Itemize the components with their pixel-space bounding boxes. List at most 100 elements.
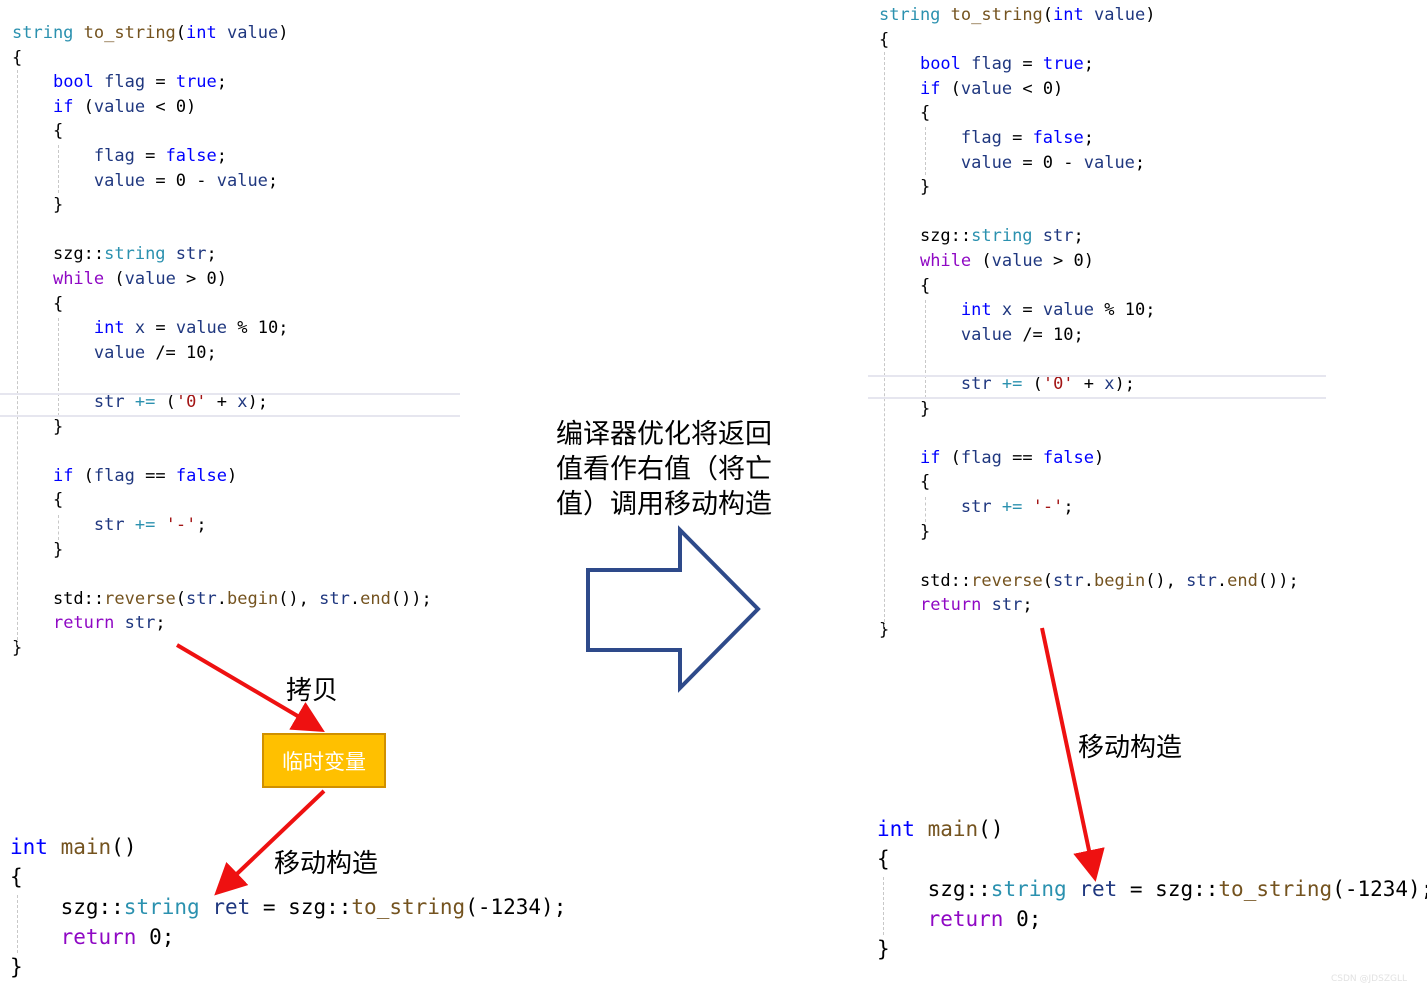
code-token: flag bbox=[960, 447, 1002, 468]
code-token: += bbox=[1001, 497, 1023, 517]
code-line: { bbox=[877, 849, 890, 870]
code-line: { bbox=[879, 277, 930, 295]
code-token: main bbox=[60, 835, 112, 859]
code-token: szg:: bbox=[10, 895, 124, 919]
code-token: == bbox=[1001, 447, 1043, 468]
code-token: } bbox=[879, 177, 931, 198]
code-token: str bbox=[124, 613, 156, 634]
left-move-label: 移动构造 bbox=[274, 849, 379, 879]
code-token: += bbox=[1001, 374, 1023, 394]
code-token: bool bbox=[919, 54, 961, 75]
code-token: ( bbox=[971, 251, 992, 271]
code-line: return 0; bbox=[877, 907, 1042, 931]
code-token: return bbox=[60, 925, 137, 949]
code-token: str bbox=[93, 392, 125, 412]
code-token: true bbox=[175, 72, 217, 93]
watermark: CSDN @JDSZGLL bbox=[1331, 974, 1407, 984]
code-token: value bbox=[93, 96, 146, 117]
code-token: end bbox=[1227, 570, 1258, 591]
code-token: . bbox=[1216, 570, 1228, 591]
code-token: ); bbox=[247, 392, 268, 412]
code-token: { bbox=[879, 29, 890, 50]
code-token: /= 10; bbox=[145, 342, 217, 363]
code-token: (), bbox=[278, 588, 320, 609]
left-indent-guide-3 bbox=[58, 318, 59, 416]
right-indent-guide-4 bbox=[925, 497, 926, 522]
code-token: int bbox=[93, 318, 125, 339]
code-token: bool bbox=[52, 72, 94, 93]
code-token: ) bbox=[1094, 447, 1105, 468]
center-caption: 编译器优化将返回 值看作右值（将亡 值）调用移动构造 bbox=[556, 417, 772, 522]
code-token: std:: bbox=[879, 570, 972, 591]
code-token: ( bbox=[73, 96, 94, 117]
code-token: ; bbox=[1063, 497, 1074, 517]
code-token: + bbox=[1073, 374, 1105, 394]
code-token: (-1234); bbox=[1332, 877, 1427, 901]
code-line: szg::string ret = szg::to_string(-1234); bbox=[877, 879, 1427, 900]
code-token: value bbox=[960, 324, 1013, 345]
code-token: /= 10; bbox=[1012, 324, 1084, 345]
code-token: ( bbox=[1022, 374, 1043, 394]
code-line: szg::string ret = szg::to_string(-1234); bbox=[10, 895, 567, 919]
code-token: while bbox=[52, 269, 105, 289]
code-line: bool flag = true; bbox=[12, 74, 227, 91]
center-caption-line-2: 值看作右值（将亡 bbox=[556, 454, 772, 485]
code-line: if (value < 0) bbox=[12, 96, 196, 117]
code-line: value = 0 - value; bbox=[879, 154, 1145, 172]
code-line: { bbox=[12, 49, 22, 67]
code-token: + bbox=[206, 392, 238, 412]
code-token: value bbox=[960, 78, 1013, 99]
code-token: += bbox=[134, 392, 156, 412]
code-line: string to_string(int value) bbox=[12, 25, 288, 42]
center-caption-line-1: 编译器优化将返回 bbox=[556, 419, 772, 450]
code-token: } bbox=[12, 195, 64, 216]
code-token: } bbox=[877, 937, 890, 961]
code-token: } bbox=[12, 638, 23, 658]
code-token: '-' bbox=[1032, 497, 1064, 517]
code-token: value bbox=[93, 342, 146, 363]
code-token: ( bbox=[104, 269, 125, 289]
code-token: true bbox=[1042, 54, 1084, 75]
left-indent-guide-2 bbox=[58, 145, 59, 193]
code-line: if (flag == false) bbox=[12, 465, 237, 486]
code-line: } bbox=[879, 400, 930, 418]
code-token: flag bbox=[104, 72, 146, 93]
code-token: value bbox=[124, 269, 176, 289]
code-token: 0; bbox=[136, 925, 175, 949]
code-token: false bbox=[1042, 447, 1095, 468]
code-token: x bbox=[237, 392, 248, 412]
code-line: if (value < 0) bbox=[879, 78, 1063, 99]
code-token: value bbox=[991, 251, 1043, 271]
code-line: { bbox=[12, 295, 63, 313]
code-line: std::reverse(str.begin(), str.end()); bbox=[879, 570, 1299, 591]
code-token: } bbox=[10, 955, 23, 979]
right-indent-guide-1 bbox=[884, 52, 885, 627]
code-token: = bbox=[1012, 54, 1043, 75]
code-line: while (value > 0) bbox=[12, 271, 227, 288]
code-token: begin bbox=[227, 588, 279, 609]
code-token: ( bbox=[175, 588, 187, 609]
code-token: '-' bbox=[165, 515, 197, 535]
code-token: % 10; bbox=[227, 318, 289, 339]
code-token: ; bbox=[216, 72, 228, 93]
code-token: } bbox=[12, 416, 64, 437]
code-token: string bbox=[104, 244, 166, 265]
code-token: ( bbox=[1042, 570, 1054, 591]
right-indent-guide-3 bbox=[925, 300, 926, 398]
code-token: == bbox=[134, 465, 176, 486]
code-token: 0; bbox=[1003, 907, 1042, 931]
code-token: flag bbox=[93, 465, 135, 486]
center-caption-line-3: 值）调用移动构造 bbox=[556, 489, 772, 520]
code-line: } bbox=[12, 640, 22, 657]
code-token: { bbox=[12, 490, 64, 511]
code-token: reverse bbox=[971, 570, 1043, 591]
code-token: x bbox=[1001, 300, 1013, 321]
code-token: ( bbox=[155, 392, 176, 412]
code-token: > 0) bbox=[175, 269, 227, 289]
code-token: return bbox=[919, 595, 982, 616]
code-token: ; bbox=[267, 170, 279, 191]
code-token: str bbox=[1186, 570, 1217, 591]
code-line: int x = value % 10; bbox=[12, 318, 289, 339]
code-token: ; bbox=[155, 613, 166, 634]
